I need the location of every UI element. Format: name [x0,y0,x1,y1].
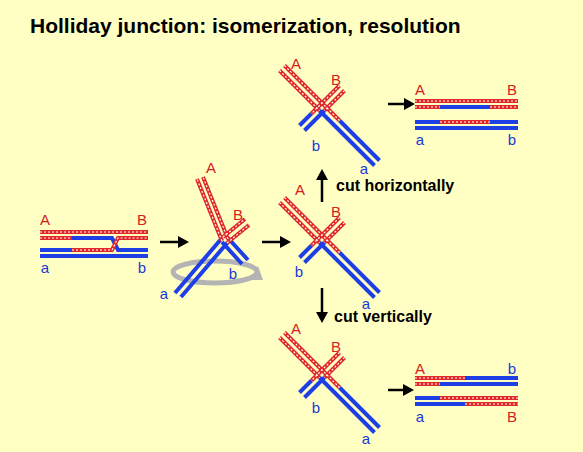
strand-end-label: b [138,260,146,275]
blue-strands [40,107,518,404]
strand-end-label: a [416,409,424,424]
holliday-junction [280,66,380,166]
strand-end-label: b [312,400,320,415]
strand-end-label: a [360,161,368,176]
arrow-heads [178,98,415,396]
step-label: cut vertically [334,309,432,325]
strand-end-label: b [295,264,303,279]
strand-end-label: b [312,138,320,153]
title: Holliday junction: isomerization, resolu… [30,15,461,36]
strand-end-label: B [331,204,341,219]
red-strand [40,101,518,404]
strand-end-label: a [160,286,168,301]
strand-end-label: A [291,56,301,71]
strand-end-label: A [415,361,425,376]
step-arrow [262,241,281,244]
arrow-head [403,384,414,396]
strand-end-label: B [331,72,341,87]
strand-end-label: b [229,266,237,281]
step-label: cut horizontally [336,178,454,194]
blue-strand [415,378,518,404]
strand-end-label: B [331,339,341,354]
red-strand [280,198,345,253]
step-arrow [321,288,324,313]
strand-end-label: B [507,409,517,424]
arrow-head [316,169,328,180]
red-strand-stripe [280,198,345,253]
strand-end-label: B [233,207,243,222]
rotation-head [250,266,263,280]
strand-end-label: A [206,160,216,175]
arrow-head [316,312,328,323]
arrow-head [178,236,189,248]
strand-end-label: B [137,212,147,227]
step-arrow [388,389,404,392]
strand-end-label: a [41,260,49,275]
strand-end-label: b [508,361,516,376]
strand-end-label: a [362,431,370,446]
holliday-junction [280,198,380,298]
strand-end-label: B [507,82,517,97]
strand-end-label: A [291,321,301,336]
strand-end-label: A [415,82,425,97]
blue-strand [175,238,248,297]
strand-end-label: a [416,132,424,147]
strand-end-label: A [295,182,305,197]
arrow-head [280,236,291,248]
strand-end-label: b [508,132,516,147]
blue-strand [415,107,518,128]
step-arrow [321,179,324,202]
step-arrows [160,104,405,390]
step-arrow [160,241,179,244]
red-strand-stripe [40,101,518,404]
strand-end-label: A [40,212,50,227]
step-arrow [388,103,405,106]
arrow-head [404,98,415,110]
holliday-junction [280,333,380,433]
blue-strand [40,238,148,256]
